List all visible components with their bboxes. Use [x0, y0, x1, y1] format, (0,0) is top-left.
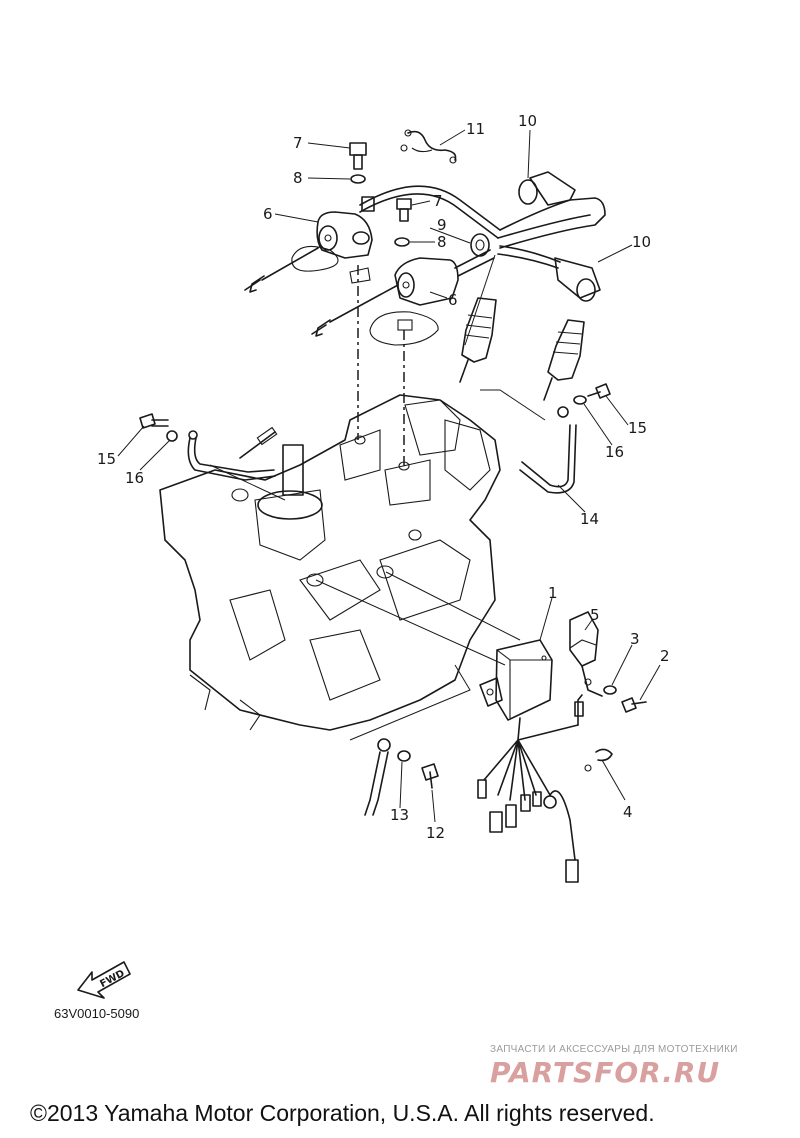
callout-7-lower: 7 — [433, 192, 443, 210]
callout-6-upper: 6 — [263, 205, 273, 223]
callout-16-left: 16 — [125, 469, 144, 487]
callout-10-upper: 10 — [518, 112, 537, 130]
bolts-and-washers — [349, 142, 412, 247]
callout-10-lower: 10 — [632, 233, 651, 251]
callout-leaders — [117, 129, 661, 823]
callout-14: 14 — [580, 510, 599, 528]
grommet — [470, 233, 490, 257]
callout-9: 9 — [437, 216, 447, 234]
callout-4: 4 — [623, 803, 633, 821]
forward-direction-arrow: FWD — [77, 961, 131, 999]
callout-13: 13 — [390, 806, 409, 824]
copyright-notice: ©2013 Yamaha Motor Corporation, U.S.A. A… — [30, 1100, 655, 1126]
callout-numbers: 7 8 6 7 9 8 6 11 10 10 15 16 14 15 16 1 … — [97, 112, 670, 842]
mount-bolts — [139, 383, 611, 429]
assembly-guide-lines — [209, 254, 546, 741]
callout-11: 11 — [466, 120, 485, 138]
callout-8-upper: 8 — [293, 169, 303, 187]
watermark-tagline: ЗАПЧАСТИ И АКСЕССУАРЫ ДЛЯ МОТОТЕХНИКИ — [490, 1044, 738, 1055]
callout-15-left: 15 — [97, 450, 116, 468]
ground-leads — [166, 395, 587, 494]
callout-2: 2 — [660, 647, 670, 665]
spark-plugs — [459, 297, 585, 401]
callout-8-lower: 8 — [437, 233, 447, 251]
engine-block — [159, 394, 501, 731]
callout-3: 3 — [630, 630, 640, 648]
callout-6-lower: 6 — [448, 291, 458, 309]
cdi-bracket-hardware — [569, 611, 647, 772]
callout-5: 5 — [590, 606, 600, 624]
ignition-coil-upper — [244, 185, 501, 293]
ignition-coil-lower — [311, 249, 495, 346]
callout-16-right: 16 — [605, 443, 624, 461]
watermark-logo: PARTSFOR.RU — [490, 1056, 721, 1089]
spark-plug-caps — [497, 171, 606, 302]
callout-12: 12 — [426, 824, 445, 842]
ground-wire-hardware — [364, 738, 439, 816]
diagram-code: 63V0010-5090 — [54, 1006, 140, 1021]
callout-15-right: 15 — [628, 419, 647, 437]
callout-1: 1 — [548, 584, 558, 602]
callout-7-upper: 7 — [293, 134, 303, 152]
cdi-unit — [477, 639, 584, 883]
wire-clip — [400, 129, 457, 164]
fwd-label: FWD — [98, 968, 126, 990]
